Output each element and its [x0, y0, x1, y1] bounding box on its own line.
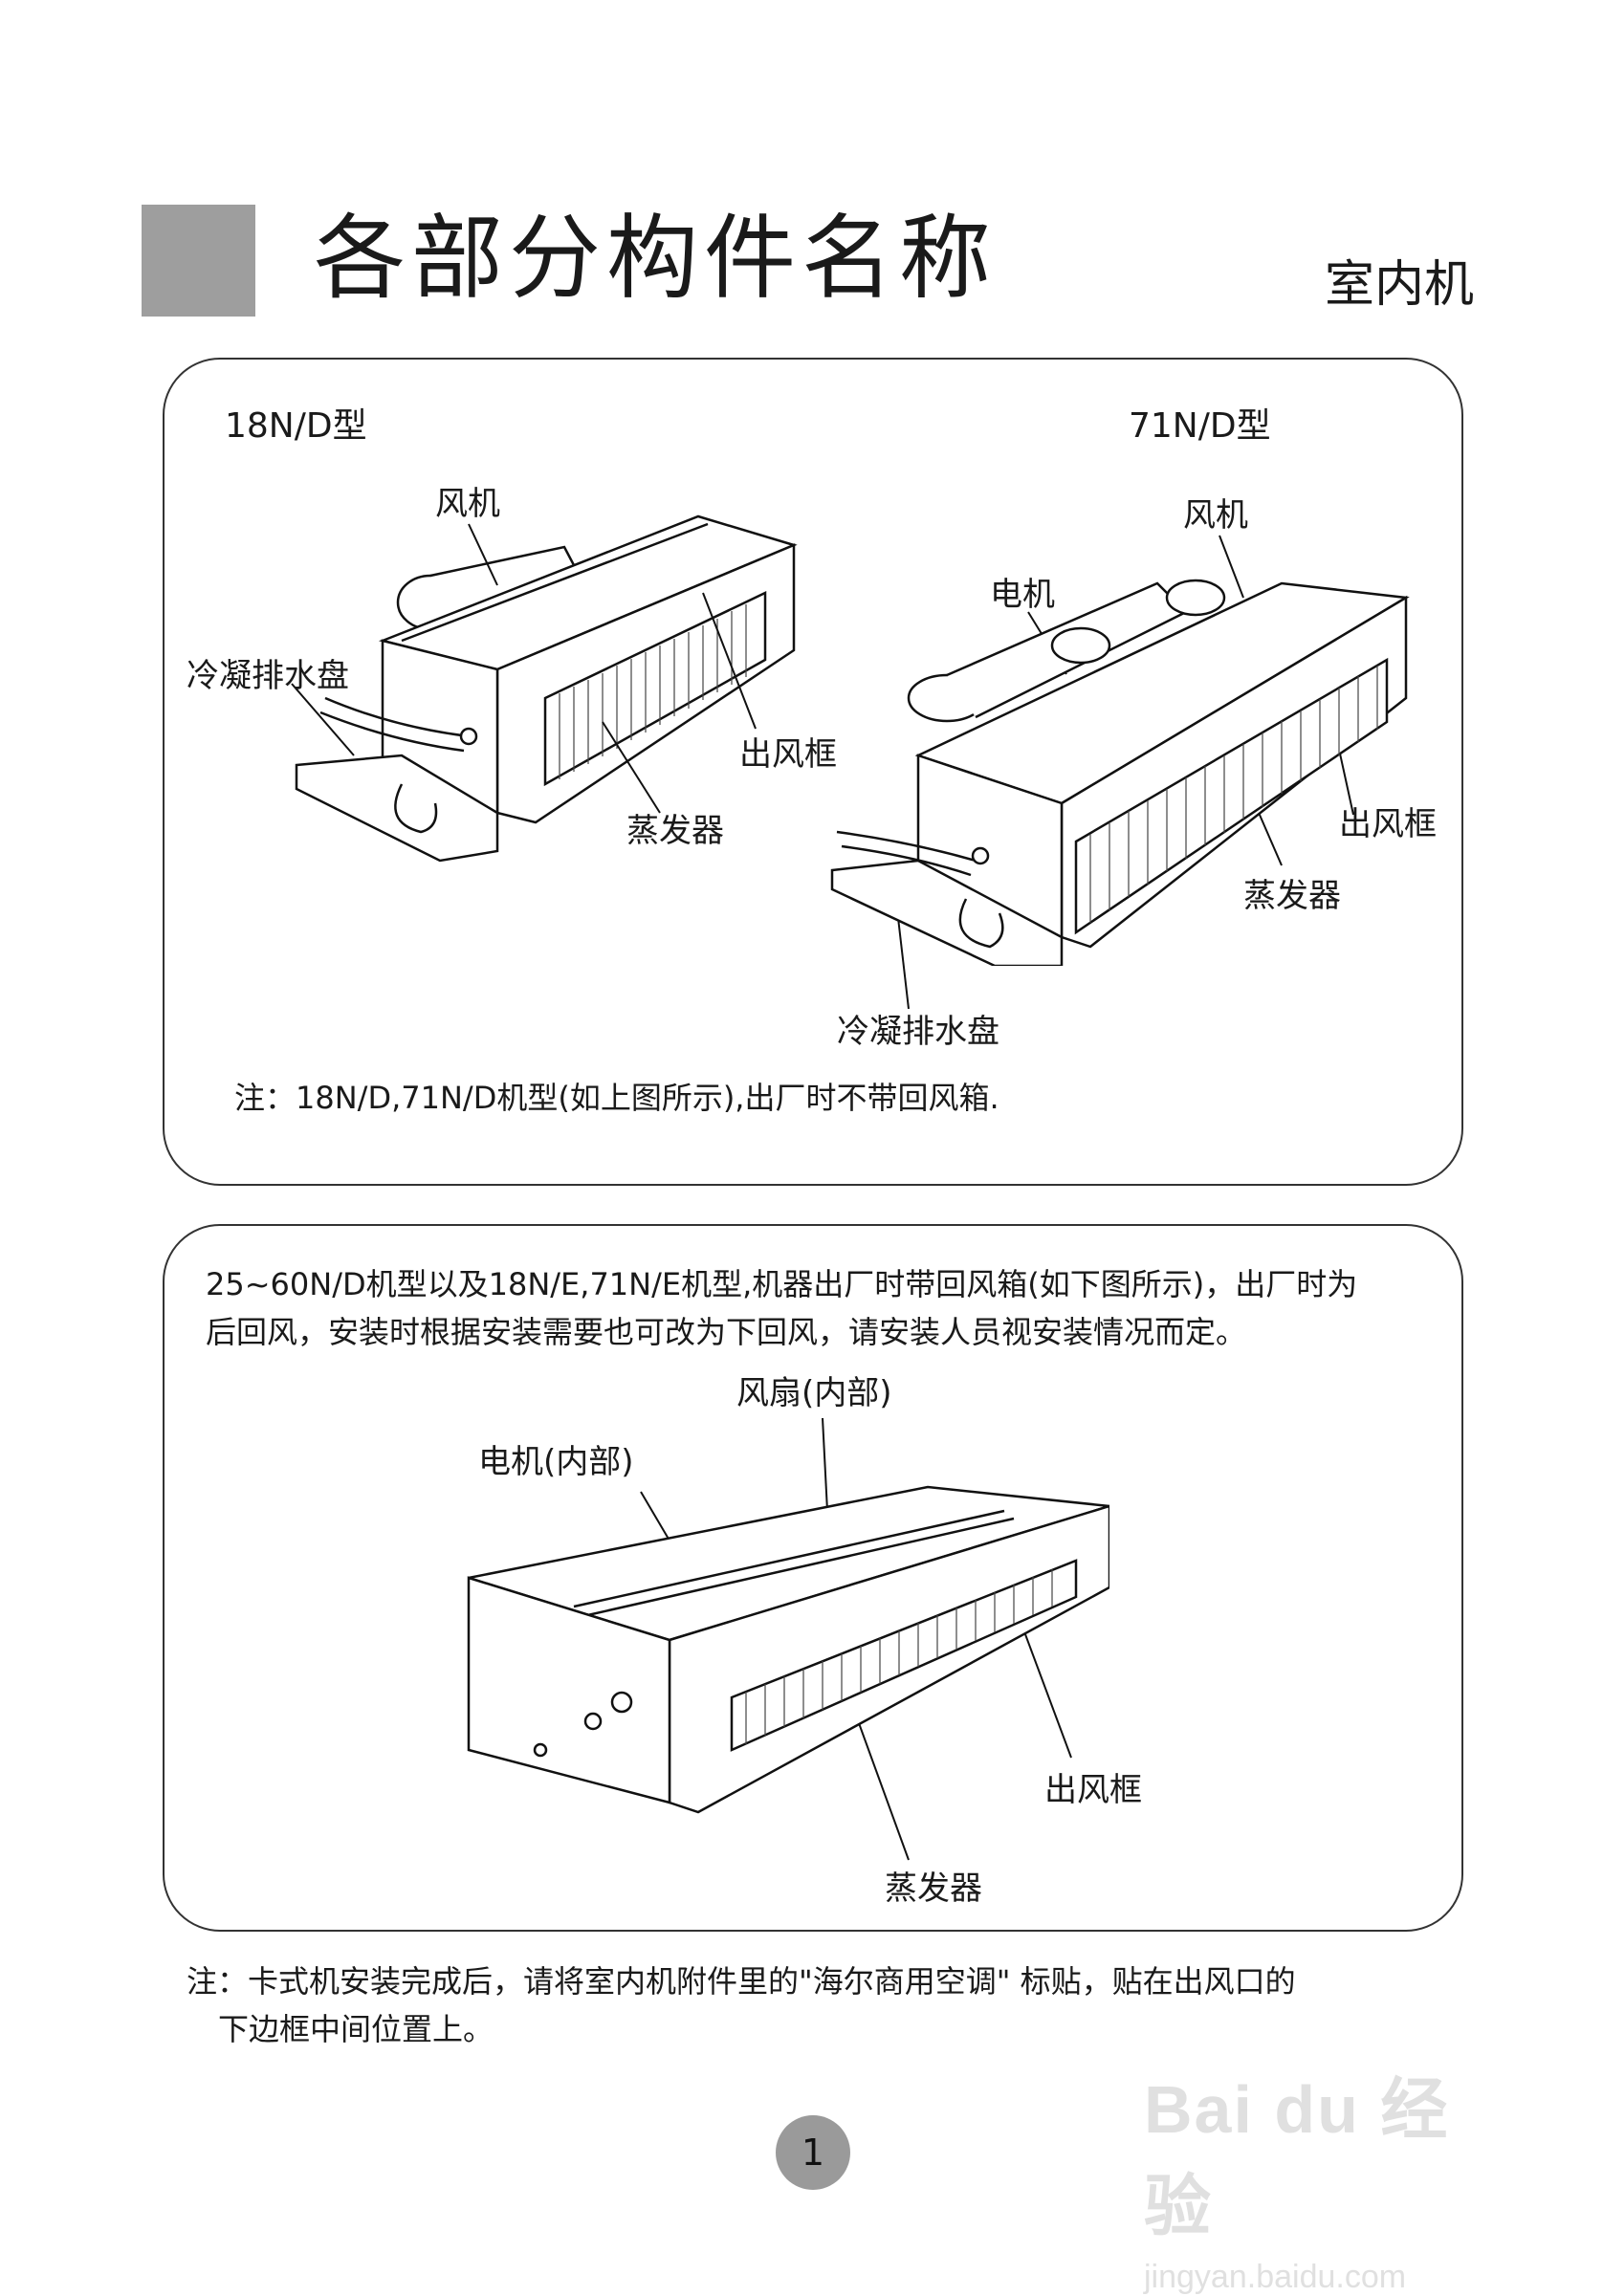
motor-inside-label: 电机(内部)	[478, 1443, 634, 1481]
right-outlet-frame-label: 出风框	[1339, 805, 1437, 843]
unit-71nd-drawing	[830, 579, 1410, 966]
right-evaporator-label: 蒸发器	[1243, 877, 1341, 915]
panel1-note: 注：18N/D,71N/D机型(如上图所示),出厂时不带回风箱.	[234, 1080, 999, 1116]
right-model-label: 71N/D型	[1129, 406, 1271, 446]
unit-18nd-drawing	[295, 514, 798, 863]
unit-with-return-box-drawing	[467, 1485, 1109, 1814]
fan-inside-label: 风扇(内部)	[736, 1374, 892, 1412]
bottom-outlet-frame-label: 出风框	[1044, 1771, 1142, 1809]
page-subtitle: 室内机	[1325, 256, 1475, 314]
panel2-intro-line1: 25~60N/D机型以及18N/E,71N/E机型,机器出厂时带回风箱(如下图所…	[206, 1266, 1358, 1302]
footer-note-line2: 下边框中间位置上。	[218, 2011, 494, 2047]
title-block-decoration	[142, 205, 255, 317]
bottom-evaporator-label: 蒸发器	[885, 1870, 982, 1908]
left-evaporator-label: 蒸发器	[626, 812, 724, 850]
watermark-brand: Bai du 经验	[1144, 2072, 1450, 2243]
panel-models-without-return-box	[163, 358, 1463, 1186]
watermark-url: jingyan.baidu.com	[1144, 2259, 1407, 2295]
page-number: 1	[776, 2115, 850, 2190]
panel-models-with-return-box	[163, 1224, 1463, 1932]
footer-note-line1: 注：卡式机安装完成后，请将室内机附件里的"海尔商用空调" 标贴，贴在出风口的	[187, 1963, 1296, 2000]
right-motor-label: 电机	[990, 576, 1055, 614]
left-drain-pan-label: 冷凝排水盘	[187, 657, 349, 695]
left-outlet-frame-label: 出风框	[739, 735, 837, 774]
left-model-label: 18N/D型	[225, 406, 367, 446]
left-fan-label: 风机	[435, 485, 500, 523]
page-title: 各部分构件名称	[314, 205, 997, 312]
right-fan-label: 风机	[1183, 496, 1248, 535]
baidu-watermark: Bai du 经验 jingyan.baidu.com	[1144, 2056, 1507, 2295]
right-drain-pan-label: 冷凝排水盘	[837, 1013, 999, 1051]
panel2-intro-line2: 后回风，安装时根据安装需要也可改为下回风，请安装人员视安装情况而定。	[206, 1314, 1247, 1350]
